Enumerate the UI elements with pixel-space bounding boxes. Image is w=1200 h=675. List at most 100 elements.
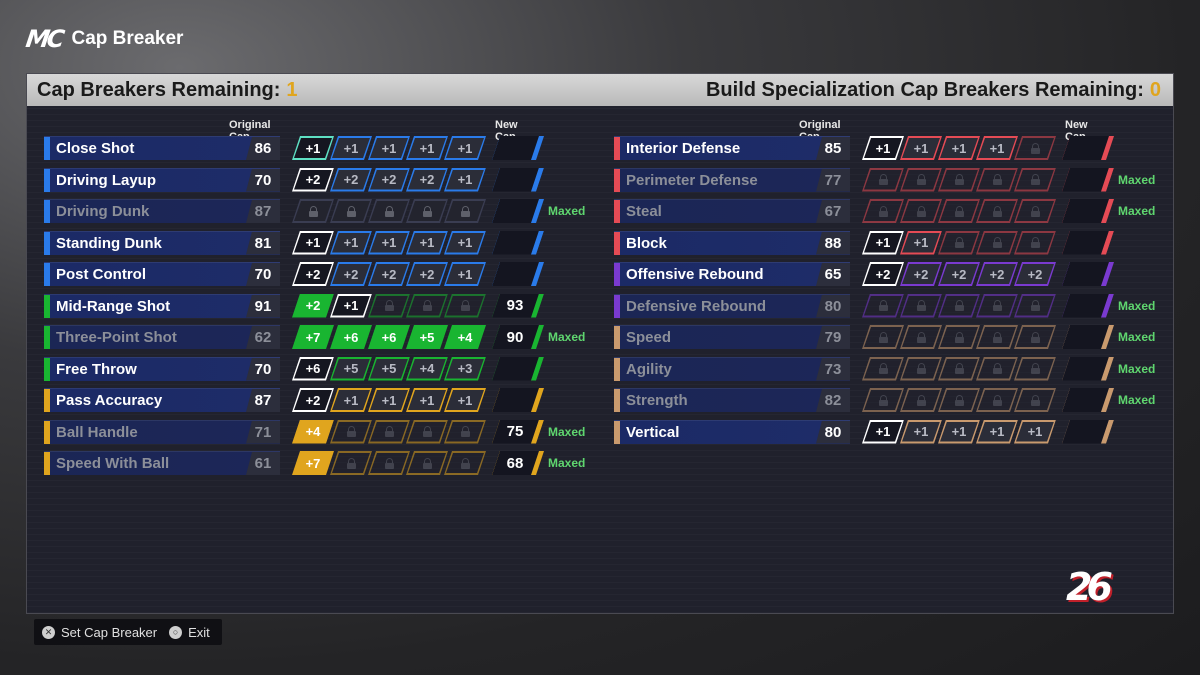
cap-breaker-slot[interactable]: +2 [938,262,980,286]
selected-cap-breaker-slot[interactable]: +1 [292,136,334,160]
attribute-name: Block [626,234,667,252]
selected-cap-breaker-slot[interactable]: +6 [292,357,334,381]
applied-cap-breaker-slot[interactable]: +4 [444,325,486,349]
cap-breaker-slot[interactable]: +2 [368,262,410,286]
locked-slot [1014,168,1056,192]
selected-cap-breaker-slot[interactable]: +1 [862,231,904,255]
lock-icon [347,458,356,469]
cap-breaker-slot[interactable]: +1 [406,231,448,255]
cap-breaker-slot[interactable]: +4 [406,357,448,381]
slot-value: +1 [875,424,891,439]
selected-cap-breaker-slot[interactable]: +1 [862,136,904,160]
cap-breaker-slot[interactable]: +2 [406,168,448,192]
cap-breaker-slot[interactable]: +2 [330,168,372,192]
cap-breaker-slot[interactable]: +1 [900,136,942,160]
cap-breaker-slot[interactable]: +1 [900,420,942,444]
selected-cap-breaker-slot[interactable]: +1 [330,294,372,318]
attribute-name: Steal [626,203,662,220]
lock-icon [993,237,1002,248]
selected-cap-breaker-slot[interactable]: +2 [292,388,334,412]
cap-breaker-slot[interactable]: +1 [444,262,486,286]
selected-cap-breaker-slot[interactable]: +2 [862,262,904,286]
maxed-label: Maxed [1118,330,1156,344]
slot-value: +1 [419,392,435,408]
cap-breaker-slot[interactable]: +2 [330,262,372,286]
lock-icon [461,458,470,469]
cap-breaker-slot[interactable]: +1 [938,136,980,160]
cap-breaker-slot[interactable]: +1 [976,420,1018,444]
new-cap-box: 93 [492,294,544,318]
category-color-bar [44,200,50,223]
applied-cap-breaker-slot[interactable]: +6 [330,325,372,349]
slot-value: +1 [343,235,359,250]
attribute-name: Post Control [56,266,146,283]
cap-breaker-slot[interactable]: +5 [368,357,410,381]
cap-breaker-slot[interactable]: +3 [444,357,486,381]
attribute-name: Free Throw [56,360,137,378]
locked-slot [368,451,410,475]
new-cap-box [492,388,544,412]
exit-hint[interactable]: ○ Exit [169,625,210,640]
cap-breaker-slot[interactable]: +2 [368,168,410,192]
cap-breaker-slot[interactable]: +1 [444,231,486,255]
cap-breaker-slot[interactable]: +1 [976,136,1018,160]
applied-cap-breaker-slot[interactable]: +2 [292,294,334,318]
cap-breaker-slot[interactable]: +1 [330,231,372,255]
selected-cap-breaker-slot[interactable]: +1 [862,420,904,444]
slot-value: +1 [419,235,435,250]
cap-breaker-slot[interactable]: +1 [406,388,448,412]
cap-breaker-slot[interactable]: +1 [406,136,448,160]
slot-value: +2 [381,172,397,187]
original-cap-value: 85 [816,137,850,160]
cap-breaker-slot[interactable]: +1 [368,136,410,160]
selected-cap-breaker-slot[interactable]: +1 [292,231,334,255]
set-cap-breaker-hint[interactable]: ✕ Set Cap Breaker [42,625,157,640]
slot-value: +1 [989,424,1005,439]
cap-breaker-slot[interactable]: +1 [368,388,410,412]
applied-cap-breaker-slot[interactable]: +5 [406,325,448,349]
applied-cap-breaker-slot[interactable]: +7 [292,451,334,475]
cap-breaker-slot[interactable]: +1 [900,231,942,255]
new-cap-box [492,231,544,255]
cap-breaker-slot[interactable]: +1 [1014,420,1056,444]
locked-slot [1014,357,1056,381]
cap-breaker-slot[interactable]: +2 [1014,262,1056,286]
selected-cap-breaker-slot[interactable]: +2 [292,168,334,192]
applied-cap-breaker-slot[interactable]: +7 [292,325,334,349]
slot-value: +2 [1027,266,1043,282]
slot-value: +2 [343,172,359,187]
slot-value: +1 [951,424,967,439]
cap-breaker-slot[interactable]: +1 [368,231,410,255]
applied-cap-breaker-slot[interactable]: +6 [368,325,410,349]
slot-value: +1 [343,392,359,408]
exit-label: Exit [188,624,210,640]
category-color-bar [614,263,620,286]
category-color-bar [614,294,620,318]
applied-cap-breaker-slot[interactable]: +4 [292,420,334,444]
cap-breaker-slot[interactable]: +1 [330,136,372,160]
lock-icon [879,395,888,406]
cap-breaker-slot[interactable]: +5 [330,357,372,381]
slot-value: +1 [457,392,473,408]
locked-slot [938,199,980,223]
cap-breaker-slot[interactable]: +2 [900,262,942,286]
cap-breaker-slot[interactable]: +1 [444,168,486,192]
lock-icon [955,300,964,311]
lock-icon [993,206,1002,217]
selected-cap-breaker-slot[interactable]: +2 [292,262,334,286]
lock-icon [385,206,394,217]
cap-breaker-slot[interactable]: +2 [976,262,1018,286]
cap-breaker-slot[interactable]: +1 [444,388,486,412]
lock-icon [385,458,394,469]
locked-slot [444,420,486,444]
cap-breaker-slot[interactable]: +1 [444,136,486,160]
page-title: Cap Breaker [71,28,184,49]
locked-slot [976,199,1018,223]
cap-breaker-slot[interactable]: +1 [938,420,980,444]
cap-breaker-slot[interactable]: +2 [406,262,448,286]
cap-breaker-slot[interactable]: +1 [330,388,372,412]
